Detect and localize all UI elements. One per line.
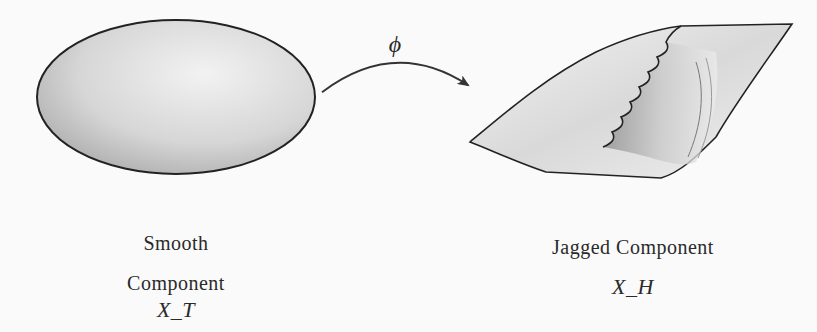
smooth-ellipse [35,18,317,176]
map-label: ϕ [387,31,403,57]
jagged-component: Jagged ComponentX_H [466,22,796,180]
component-name: Smooth Component [106,223,246,303]
component-symbol: X_T [106,290,246,330]
component-symbol: X_H [518,267,748,307]
smooth-component: Smooth ComponentX_T [35,18,317,176]
mapping-arrow [322,63,468,92]
component-name: Jagged Component [518,227,748,267]
jagged-surface [466,22,796,180]
